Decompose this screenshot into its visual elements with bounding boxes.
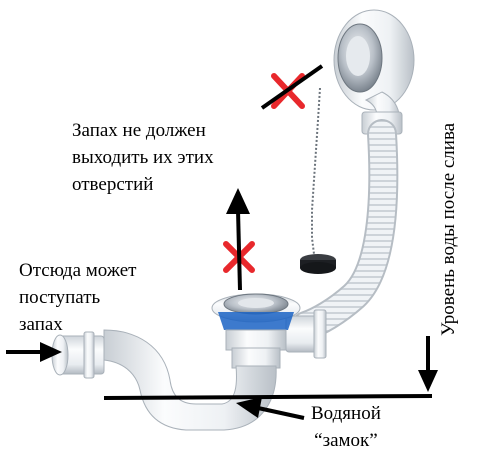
water-level-line (103, 394, 433, 400)
tee-connector (285, 309, 327, 359)
drain-head (211, 293, 301, 369)
plug-stopper (300, 254, 336, 274)
arrow-up-icon (226, 188, 250, 291)
smell-source-label: Отсюда может поступать запах (19, 260, 137, 335)
arrow-down-icon (418, 336, 438, 392)
outlet-fitting (51, 331, 105, 379)
arrow-up-icon (260, 64, 324, 110)
water-level-label: Уровень воды после слива (438, 122, 459, 336)
arrow-right-icon (236, 397, 305, 420)
water-seal-label: Водяной “замок” (311, 403, 381, 451)
overflow-head (333, 9, 415, 111)
arrow-right-icon (6, 342, 62, 362)
plug-chain (311, 87, 321, 255)
smell-warning-label: Запах не должен выходить их этих отверст… (72, 120, 214, 195)
